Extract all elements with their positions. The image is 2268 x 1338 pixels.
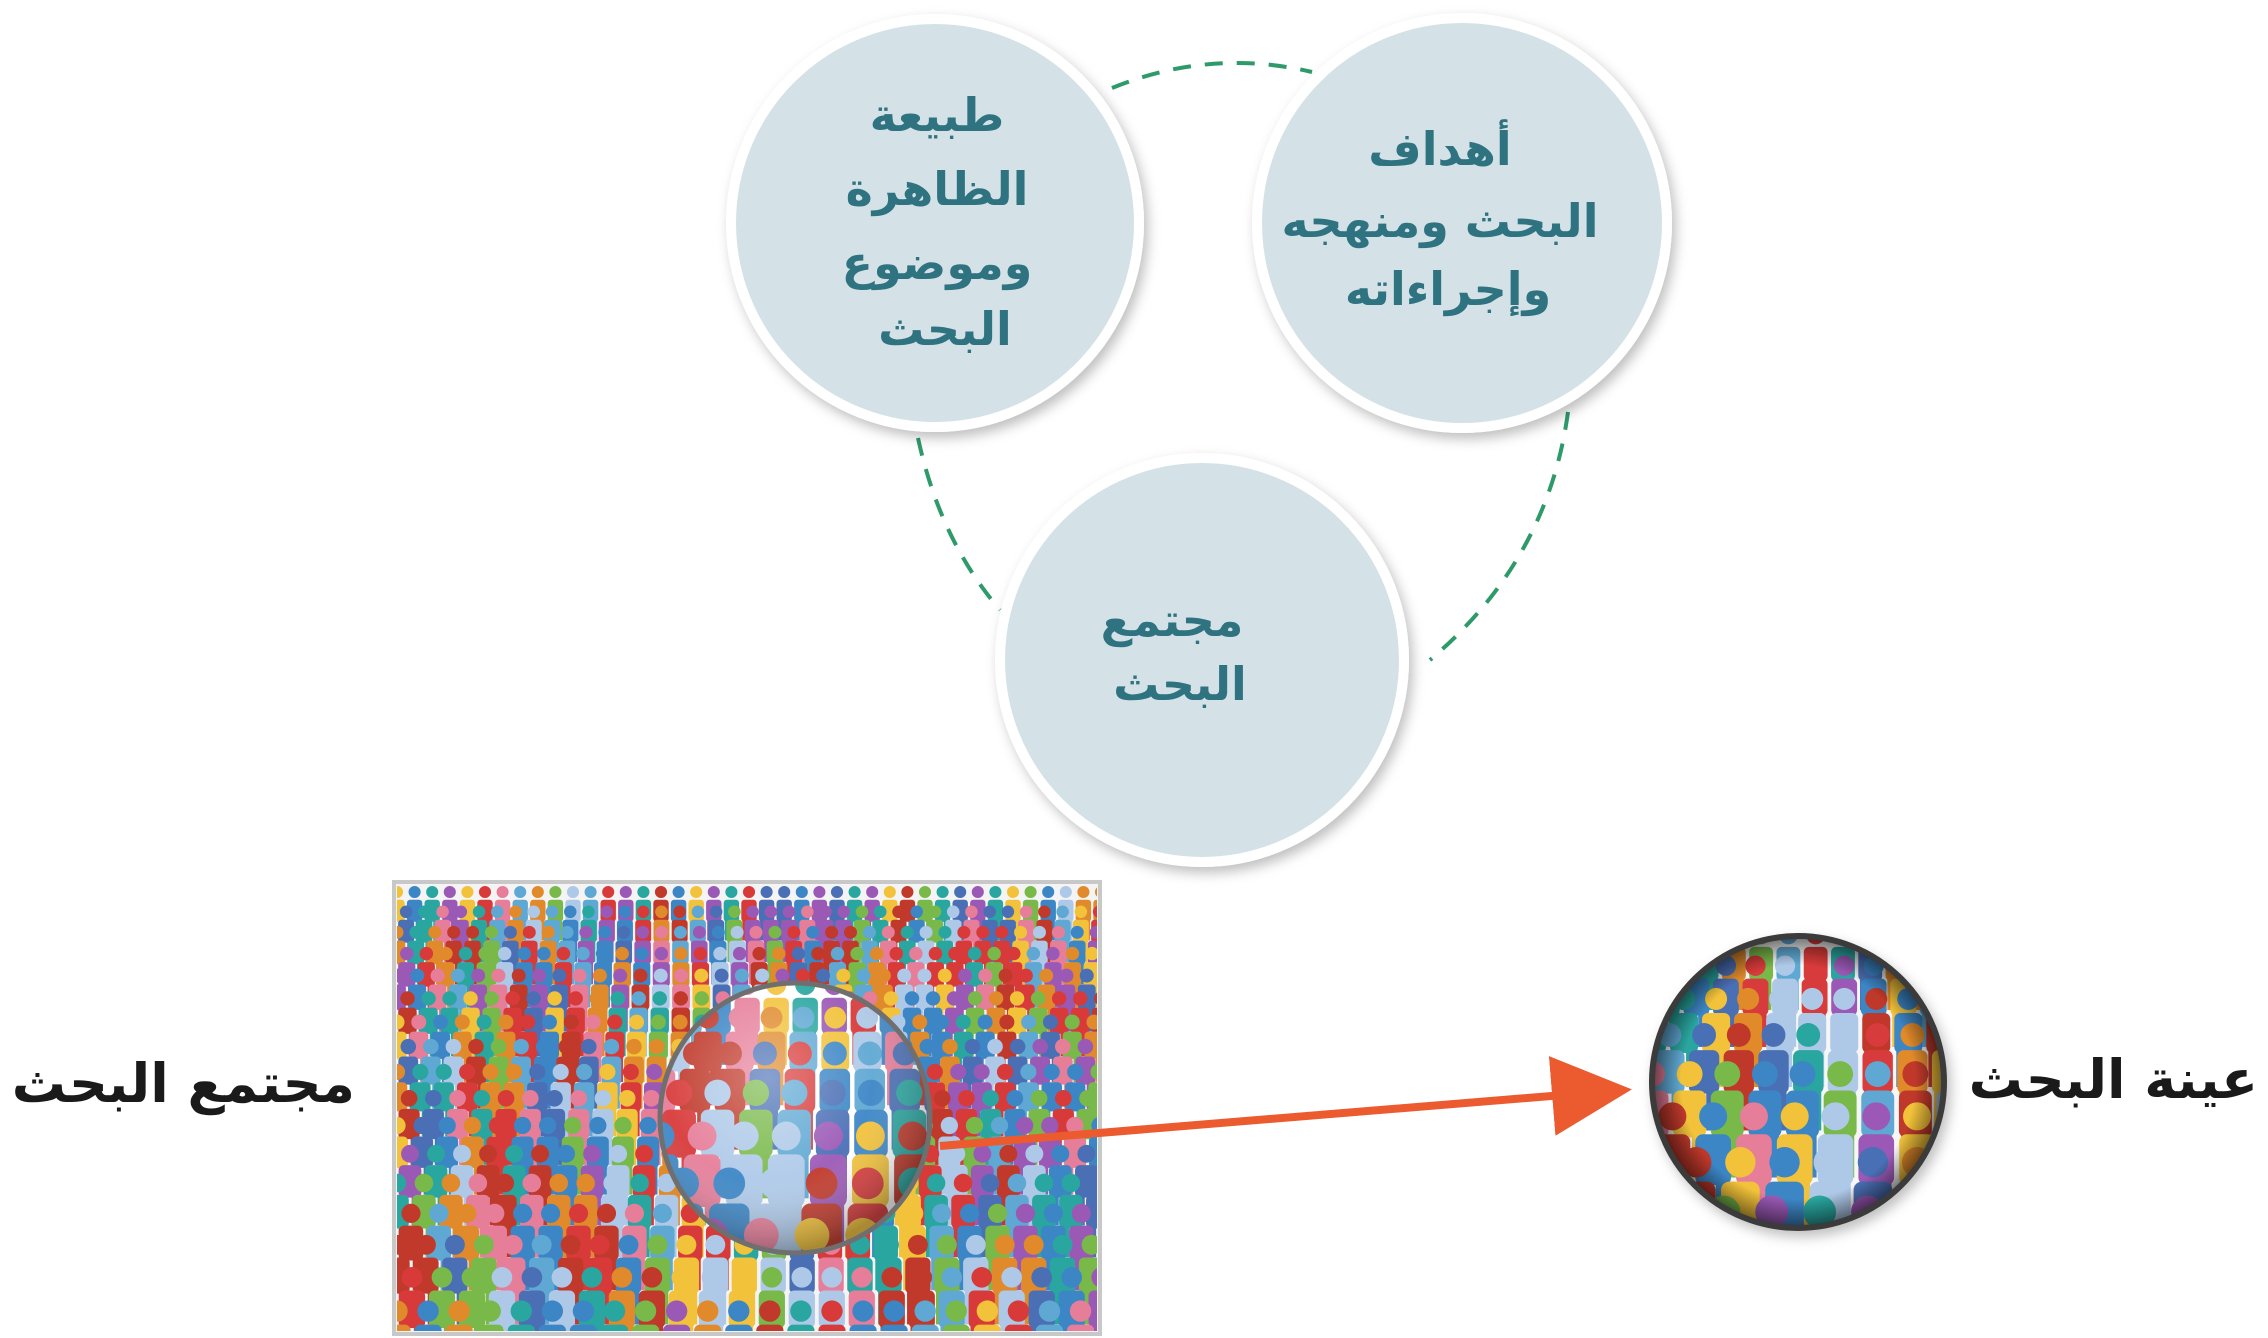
crowd-person (371, 1204, 395, 1290)
circle-nature-line-4: البحث (878, 302, 1012, 356)
magnifier-lens (657, 980, 933, 1256)
connector-top (1111, 61, 1313, 90)
crowd-person (756, 1300, 784, 1331)
circle-nature-line-2: الظاهرة (846, 162, 1029, 216)
crowd-person (1106, 1015, 1125, 1082)
crowd-person (1004, 1300, 1032, 1331)
crowd-person (476, 1300, 504, 1331)
crowd-person (1103, 947, 1120, 1008)
sample-label: عينة البحث (1968, 1048, 2258, 1111)
sample-person (1942, 1196, 1984, 1338)
crowd-person (694, 1300, 722, 1331)
crowd-person (787, 1300, 815, 1331)
connector-left (916, 437, 1002, 612)
crowd-person (370, 926, 387, 984)
sample-person (1588, 1147, 1627, 1284)
crowd-person (1066, 1300, 1095, 1331)
crowd-person (600, 1300, 629, 1331)
crowd-person (355, 1235, 380, 1325)
crowd-person (369, 1267, 395, 1338)
crowd-person (880, 1300, 908, 1331)
crowd-person (445, 1300, 473, 1331)
circle-objectives-line-1: أهداف (1368, 119, 1511, 176)
crowd-person (890, 905, 907, 962)
connector-lines (916, 61, 1570, 662)
crowd-person (973, 1300, 1001, 1331)
crowd-person (507, 1300, 535, 1331)
crowd-person (631, 1300, 660, 1331)
crowd-person (414, 1300, 442, 1331)
crowd-person (352, 1300, 379, 1338)
sample-person (1659, 1195, 1693, 1228)
crowd-person (1098, 1300, 1125, 1338)
crowd-person (1101, 1145, 1124, 1225)
crowd-person (663, 1300, 691, 1331)
sample-person (1949, 956, 1975, 1047)
crowd-person (368, 969, 386, 1032)
sample-person (1940, 936, 1944, 1011)
circle-objectives-line-2: البحث ومنهجه (1282, 194, 1599, 248)
crowd-person (569, 1300, 598, 1331)
circle-nature-line-1: طبيعة (870, 88, 1005, 142)
population-crowd-image (352, 880, 1133, 1338)
crowd-person (538, 1300, 566, 1331)
crowd-person (363, 1064, 383, 1136)
sample-person (1619, 1023, 1649, 1130)
sample-person (1652, 936, 1664, 1011)
circle-population-line-1: مجتمع (1101, 593, 1244, 647)
sample-person (1607, 1196, 1649, 1338)
circle-population-text: مجتمع البحث (1101, 593, 1260, 711)
sample-person (1898, 1195, 1932, 1228)
crowd-person (849, 1300, 877, 1331)
circle-nature-line-3: وموضوع (842, 236, 1033, 290)
crowd-person (1108, 1235, 1133, 1325)
crowd-person (818, 1300, 846, 1331)
circle-nature-text: طبيعة الظاهرة وموضوع البحث (842, 88, 1049, 356)
sample-crowd-image (1588, 926, 1984, 1338)
crowd-person (942, 1300, 970, 1331)
circle-objectives-text: أهداف البحث ومنهجه وإجراءاته (1282, 119, 1615, 317)
sample-person (1606, 988, 1634, 1087)
sample-person (1941, 1181, 1944, 1228)
crowd-person (373, 1145, 396, 1225)
crowd-person (361, 1117, 383, 1195)
crowd-person (358, 1174, 382, 1257)
sample-person (1614, 1102, 1650, 1228)
sample-person (1624, 956, 1650, 1047)
connector-right (1428, 411, 1570, 662)
crowd-person (725, 1300, 753, 1331)
crowd-person (372, 886, 387, 940)
circle-research-population (995, 453, 1409, 867)
population-label: مجتمع البحث (11, 1052, 355, 1115)
crowd-person (366, 1015, 385, 1082)
sample-arrow (939, 1056, 1632, 1150)
sample-person (1939, 1102, 1944, 1228)
circle-research-objectives (1252, 13, 1672, 433)
circle-objectives-line-3: وإجراءاته (1345, 262, 1551, 317)
sample-person (1652, 1147, 1672, 1228)
sample-person (1613, 926, 1637, 1010)
crowd-person (911, 1300, 939, 1331)
crowd-person (1035, 1300, 1064, 1331)
crowd-person (1107, 926, 1124, 984)
circle-nature-of-phenomenon (726, 14, 1144, 432)
sample-person (1598, 1061, 1631, 1177)
crowd-person (397, 1300, 411, 1331)
circle-population-line-2: البحث (1113, 657, 1247, 711)
